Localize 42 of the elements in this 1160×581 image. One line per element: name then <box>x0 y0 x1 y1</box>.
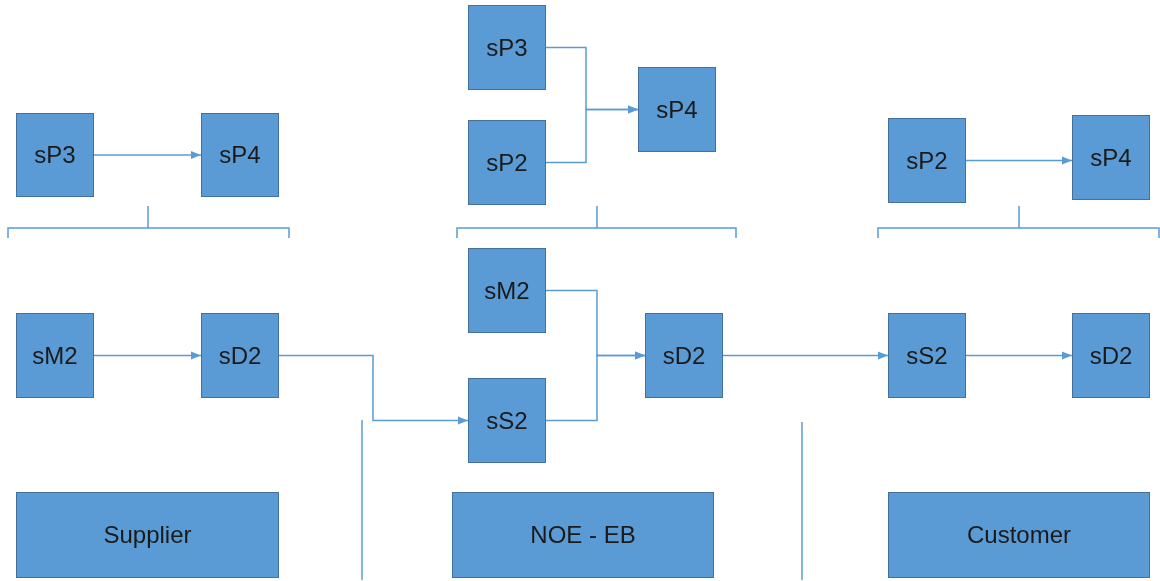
process-box <box>452 492 714 578</box>
box-label: sP2 <box>486 147 528 178</box>
box-label: sD2 <box>1089 340 1133 371</box>
arrow <box>722 351 889 360</box>
box-label: sM2 <box>484 275 530 306</box>
box-label: sP3 <box>34 140 76 170</box>
box-label: sS2 <box>906 340 948 371</box>
box-label: sP4 <box>1090 142 1132 173</box>
process-box <box>201 313 279 398</box>
box-label: sD2 <box>662 340 706 371</box>
box-label: Customer <box>967 520 1071 550</box>
arrow <box>278 354 469 425</box>
process-box <box>888 118 966 203</box>
box-label: sS2 <box>486 405 528 436</box>
process-box <box>645 313 723 398</box>
arrow <box>545 105 639 164</box>
arrow <box>93 150 202 160</box>
box-label: Supplier <box>103 520 192 550</box>
box-label: sM2 <box>32 340 78 371</box>
process-box <box>638 67 716 152</box>
process-box <box>1072 313 1150 398</box>
process-box <box>468 5 546 90</box>
process-box <box>201 113 279 197</box>
process-box <box>888 313 966 398</box>
process-box <box>16 492 279 578</box>
process-box <box>888 492 1150 578</box>
process-box <box>1072 115 1150 200</box>
process-box <box>468 120 546 205</box>
box-label: sP2 <box>906 145 948 176</box>
box-label: sD2 <box>218 340 262 371</box>
arrow <box>965 351 1073 360</box>
arrow <box>965 156 1073 165</box>
arrow <box>93 351 202 360</box>
process-box <box>16 313 94 398</box>
box-label: sP3 <box>486 32 528 63</box>
process-box <box>468 248 546 333</box>
arrow <box>545 351 646 422</box>
box-label: sP4 <box>656 94 698 125</box>
box-label: sP4 <box>219 140 261 170</box>
process-box <box>16 113 94 197</box>
box-label: NOE - EB <box>530 520 636 550</box>
process-box <box>468 378 546 463</box>
